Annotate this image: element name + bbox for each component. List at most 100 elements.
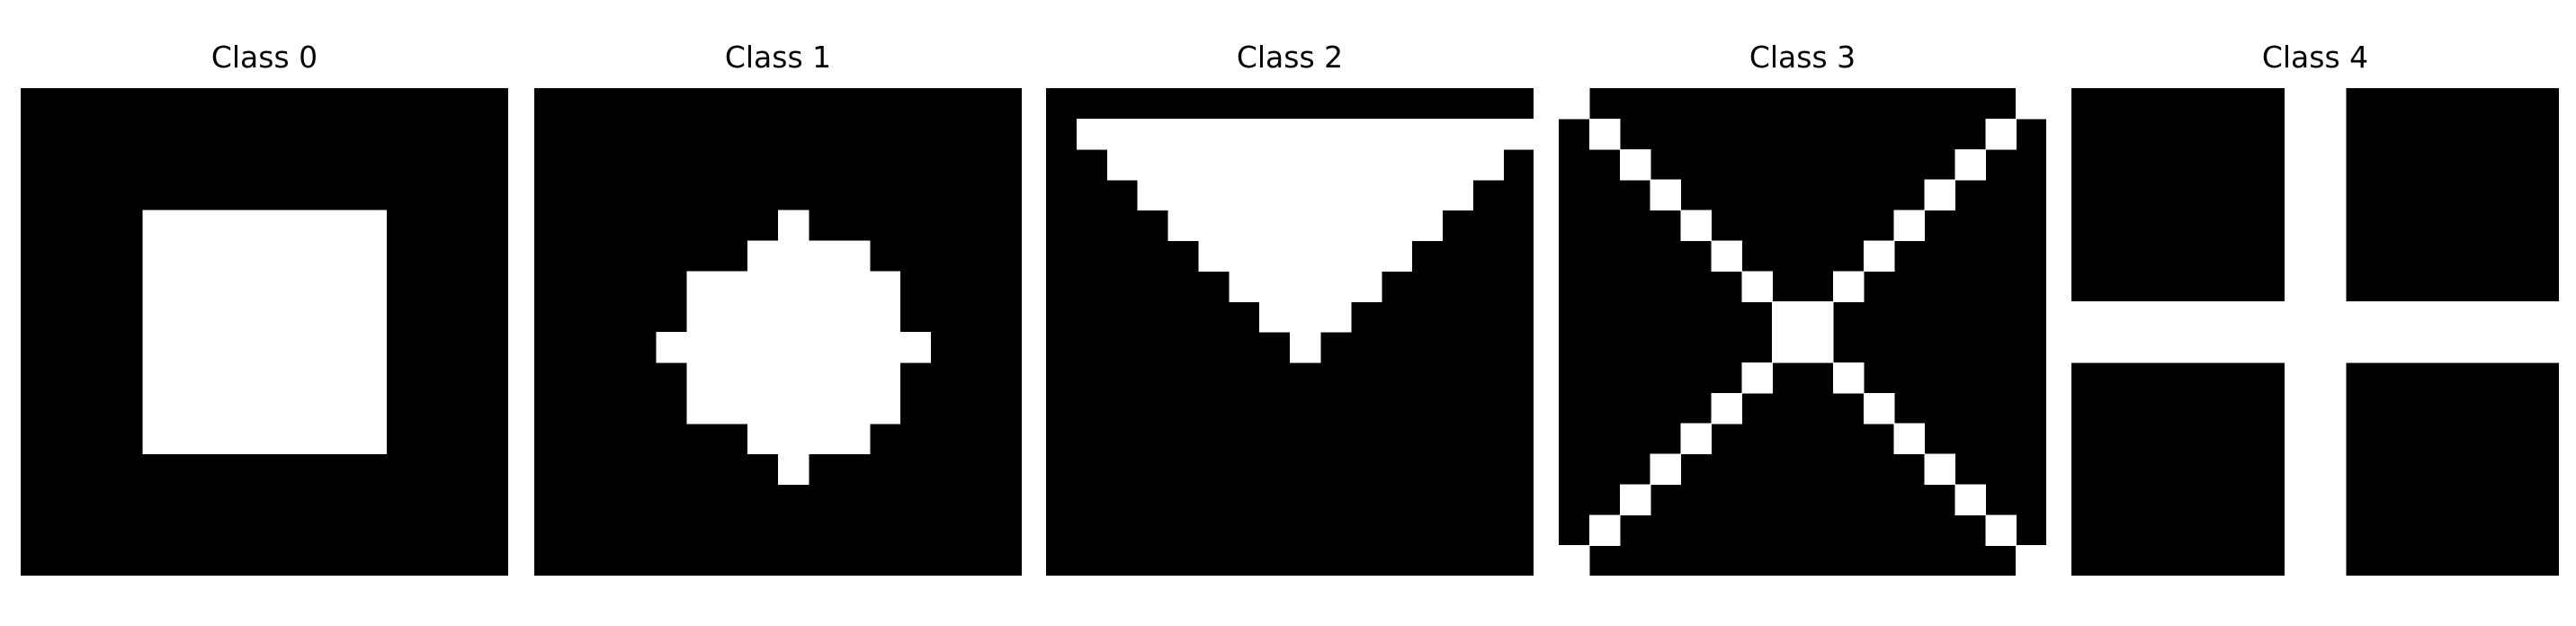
grid-pixel	[173, 332, 204, 363]
grid-pixel	[2315, 453, 2347, 486]
grid-pixel	[717, 362, 748, 394]
grid-pixel	[1442, 148, 1473, 181]
grid-pixel	[747, 362, 779, 394]
grid-pixel	[838, 423, 871, 455]
grid-pixel	[869, 301, 901, 333]
grid-pixel	[142, 332, 174, 363]
panel-title: Class 2	[1236, 40, 1344, 75]
grid-pixel	[1350, 148, 1382, 181]
grid-pixel	[778, 332, 809, 363]
grid-pixel	[1863, 240, 1895, 272]
grid-pixel	[325, 332, 357, 363]
grid-pixel	[203, 332, 235, 363]
grid-pixel	[2285, 332, 2316, 363]
grid-pixel	[1198, 210, 1230, 242]
grid-pixel	[2315, 332, 2347, 363]
grid-pixel	[2315, 484, 2347, 515]
grid-pixel	[1290, 210, 1321, 242]
grid-pixel	[325, 362, 357, 394]
grid-pixel	[2498, 301, 2529, 333]
grid-pixel	[1259, 118, 1291, 150]
grid-pixel	[1259, 301, 1291, 333]
grid-pixel	[2315, 148, 2347, 181]
pixel-grid-image	[1046, 88, 1534, 576]
grid-pixel	[1741, 362, 1773, 394]
grid-pixel	[2071, 332, 2103, 363]
grid-pixel	[2406, 301, 2438, 333]
grid-pixel	[1229, 148, 1260, 181]
grid-pixel	[686, 392, 718, 425]
grid-pixel	[2285, 423, 2316, 455]
grid-pixel	[656, 332, 688, 363]
grid-pixel	[142, 240, 174, 272]
grid-pixel	[2437, 332, 2469, 363]
grid-pixel	[203, 423, 235, 455]
grid-pixel	[1198, 118, 1230, 150]
grid-pixel	[2315, 118, 2347, 150]
grid-pixel	[1924, 453, 1956, 486]
grid-pixel	[264, 210, 296, 242]
grid-pixel	[2345, 301, 2377, 333]
grid-pixel	[325, 423, 357, 455]
grid-pixel	[808, 332, 840, 363]
grid-pixel	[808, 423, 840, 455]
pixel-grid-image	[534, 88, 1022, 576]
grid-pixel	[747, 332, 779, 363]
panel-class-4: Class 4	[2071, 0, 2559, 626]
grid-pixel	[778, 362, 809, 394]
grid-pixel	[355, 271, 388, 302]
grid-pixel	[2345, 332, 2377, 363]
grid-pixel	[778, 392, 809, 425]
grid-pixel	[173, 392, 204, 425]
grid-pixel	[294, 423, 326, 455]
grid-pixel	[2315, 179, 2347, 211]
grid-pixel	[2285, 271, 2316, 302]
grid-pixel	[2162, 332, 2195, 363]
grid-pixel	[2193, 301, 2225, 333]
grid-pixel	[1137, 179, 1169, 211]
grid-pixel	[1137, 118, 1169, 150]
grid-pixel	[838, 362, 871, 394]
grid-pixel	[234, 332, 265, 363]
grid-pixel	[2285, 484, 2316, 515]
grid-pixel	[1290, 332, 1321, 363]
grid-pixel	[203, 210, 235, 242]
grid-pixel	[1619, 148, 1651, 181]
grid-pixel	[1802, 332, 1834, 363]
grid-pixel	[1650, 179, 1682, 211]
grid-pixel	[2467, 332, 2499, 363]
grid-pixel	[2406, 332, 2438, 363]
grid-pixel	[1954, 484, 1986, 515]
grid-pixel	[778, 210, 809, 242]
grid-pixel	[173, 301, 204, 333]
grid-pixel	[869, 332, 901, 363]
grid-pixel	[2315, 271, 2347, 302]
grid-pixel	[355, 240, 388, 272]
grid-pixel	[1381, 148, 1413, 181]
grid-pixel	[2285, 179, 2316, 211]
grid-pixel	[869, 271, 901, 302]
grid-pixel	[294, 332, 326, 363]
grid-pixel	[355, 362, 388, 394]
panel-class-3: Class 3	[1559, 0, 2046, 626]
grid-pixel	[838, 271, 871, 302]
grid-pixel	[686, 362, 718, 394]
grid-pixel	[2315, 514, 2347, 546]
grid-pixel	[264, 240, 296, 272]
grid-pixel	[899, 332, 932, 363]
grid-pixel	[2132, 332, 2164, 363]
grid-pixel	[1832, 271, 1865, 302]
grid-pixel	[142, 423, 174, 455]
grid-pixel	[1290, 148, 1321, 181]
grid-pixel	[142, 362, 174, 394]
grid-pixel	[1198, 179, 1230, 211]
grid-pixel	[2528, 332, 2559, 363]
grid-pixel	[838, 332, 871, 363]
grid-pixel	[1559, 545, 1590, 576]
grid-pixel	[1954, 148, 1986, 181]
grid-pixel	[325, 301, 357, 333]
panel-title: Class 1	[724, 40, 832, 75]
grid-pixel	[325, 271, 357, 302]
grid-pixel	[2254, 301, 2285, 333]
grid-pixel	[1319, 240, 1352, 272]
